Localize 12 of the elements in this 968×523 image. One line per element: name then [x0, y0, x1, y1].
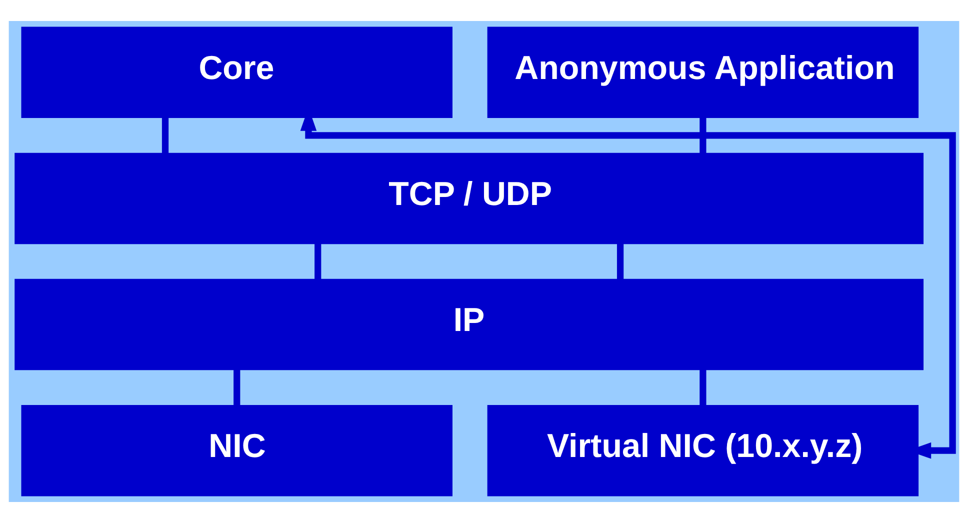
node-box: Anonymous Application	[487, 26, 919, 118]
connector	[314, 243, 322, 280]
connector	[700, 117, 706, 154]
node-box: NIC	[21, 404, 452, 496]
node-box: Core	[21, 26, 452, 118]
connector	[234, 369, 240, 406]
node-box: IP	[14, 278, 924, 370]
connector	[162, 117, 169, 154]
node-box: TCP / UDP	[14, 152, 924, 244]
node-box: Virtual NIC (10.x.y.z)	[487, 404, 919, 496]
connector	[616, 243, 624, 280]
connector	[700, 369, 706, 406]
